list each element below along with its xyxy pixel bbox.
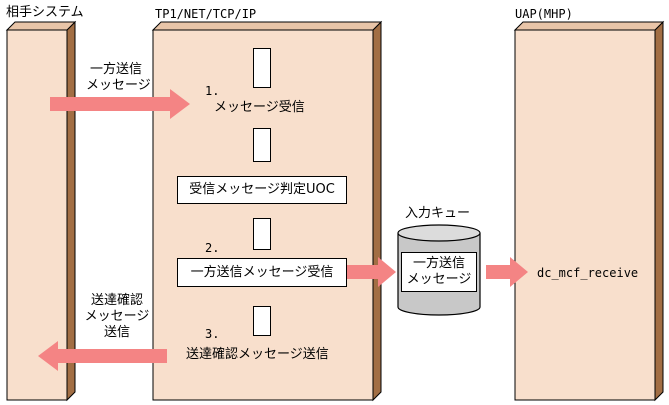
step3-label: 送達確認メッセージ送信 (186, 347, 329, 362)
step1-number: 1. (205, 84, 220, 98)
oneway-in-arrow (50, 89, 190, 119)
queue-content-line1: 一方送信 (412, 256, 465, 271)
uap-title: UAP(MHP) (515, 7, 573, 21)
confirm-out-label: 送達確認 メッセージ 送信 (80, 293, 154, 341)
to-queue-arrow (347, 257, 396, 287)
oneway-in-label: 一方送信 メッセージ (86, 62, 151, 94)
stage-box-2 (253, 128, 271, 162)
tp1-column (151, 20, 383, 402)
oneway-in-label-line1: 一方送信 (89, 62, 142, 77)
uoc-label: 受信メッセージ判定UOC (189, 182, 335, 197)
uap-function-label: dc_mcf_receive (537, 266, 639, 280)
step2-number: 2. (205, 241, 220, 255)
step3-number: 3. (205, 327, 220, 341)
stage-box-1 (253, 48, 271, 88)
to-uap-arrow (486, 257, 528, 287)
stage-box-3 (253, 218, 271, 250)
partner-column (5, 20, 77, 402)
queue-title: 入力キュー (405, 206, 471, 221)
confirm-out-label-line2: メッセージ (84, 309, 150, 324)
step1-label: メッセージ受信 (214, 100, 305, 115)
tp1-title: TP1/NET/TCP/IP (155, 7, 257, 21)
step2-box: 一方送信メッセージ受信 (177, 258, 347, 287)
confirm-out-label-line1: 送達確認 (90, 293, 143, 308)
partner-system-title: 相手システム (6, 5, 84, 20)
uap-column (513, 20, 665, 402)
confirm-out-label-line3: 送信 (103, 325, 130, 340)
oneway-in-label-line2: メッセージ (86, 78, 151, 93)
queue-content-box: 一方送信 メッセージ (401, 252, 477, 292)
uoc-box: 受信メッセージ判定UOC (177, 176, 347, 204)
stage-box-4 (253, 306, 271, 336)
confirm-out-arrow (38, 341, 167, 371)
step2-label: 一方送信メッセージ受信 (190, 264, 334, 280)
queue-content-line2: メッセージ (406, 272, 472, 287)
